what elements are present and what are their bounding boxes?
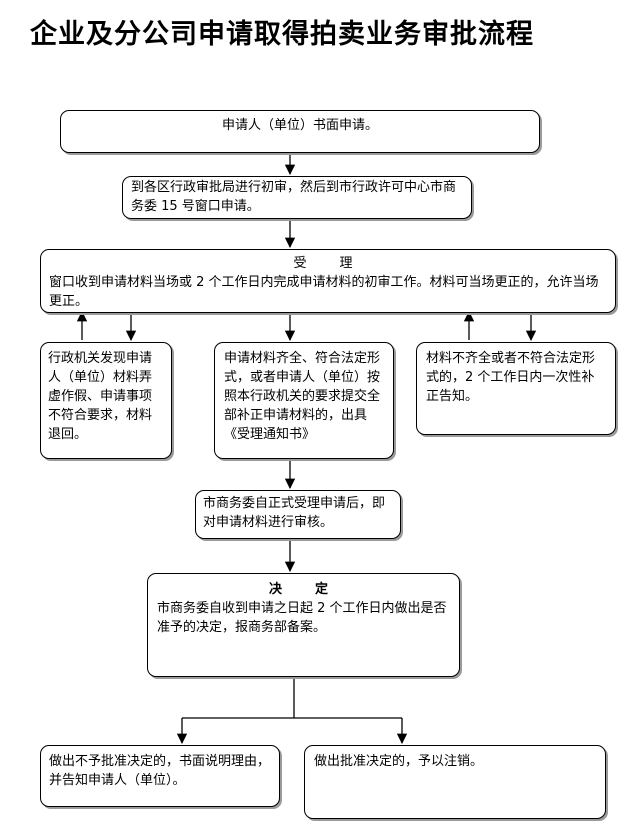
step-deny-text: 做出不予批准决定的，书面说明理由，并告知申请人（单位）。: [49, 754, 271, 788]
step-apply-text: 申请人（单位）书面申请。: [221, 118, 378, 133]
step-initial-review: 到各区行政审批局进行初审，然后到市行政许可中心市商务委 15 号窗口申请。: [122, 176, 472, 219]
step-complete-text: 申请材料齐全、符合法定形式，或者申请人（单位）按照本行政机关的要求提交全部补正申…: [224, 351, 381, 442]
step-complete: 申请材料齐全、符合法定形式，或者申请人（单位）按照本行政机关的要求提交全部补正申…: [214, 342, 394, 459]
step-accept: 受 理 窗口收到申请材料当场或 2 个工作日内完成申请材料的初审工作。材料可当场…: [40, 249, 616, 313]
step-formal-review: 市商务委自正式受理申请后，即对申请材料进行审核。: [195, 490, 401, 539]
step-apply: 申请人（单位）书面申请。: [60, 110, 540, 153]
page-title: 企业及分公司申请取得拍卖业务审批流程: [30, 19, 534, 50]
step-approve-text: 做出批准决定的，予以注销。: [314, 754, 484, 769]
step-incomplete: 材料不齐全或者不符合法定形式的，2 个工作日内一次性补正告知。: [416, 342, 616, 435]
step-incomplete-text: 材料不齐全或者不符合法定形式的，2 个工作日内一次性补正告知。: [426, 351, 596, 404]
step-reject-fraud: 行政机关发现申请人（单位）材料弄虚作假、申请事项不符合要求，材料退回。: [40, 342, 172, 459]
step-deny: 做出不予批准决定的，书面说明理由，并告知申请人（单位）。: [40, 745, 280, 807]
step-accept-heading: 受 理: [293, 256, 363, 271]
step-decide-heading: 决 定: [268, 582, 338, 597]
step-initial-review-text: 到各区行政审批局进行初审，然后到市行政许可中心市商务委 15 号窗口申请。: [131, 180, 457, 214]
step-decide-text: 市商务委自收到申请之日起 2 个工作日内做出是否准予的决定，报商务部备案。: [157, 601, 447, 635]
step-decide: 决 定 市商务委自收到申请之日起 2 个工作日内做出是否准予的决定，报商务部备案…: [147, 573, 460, 677]
step-accept-text: 窗口收到申请材料当场或 2 个工作日内完成申请材料的初审工作。材料可当场更正的，…: [49, 275, 599, 309]
step-reject-fraud-text: 行政机关发现申请人（单位）材料弄虚作假、申请事项不符合要求，材料退回。: [48, 351, 153, 442]
step-formal-review-text: 市商务委自正式受理申请后，即对申请材料进行审核。: [203, 496, 386, 530]
step-approve: 做出批准决定的，予以注销。: [304, 745, 606, 819]
